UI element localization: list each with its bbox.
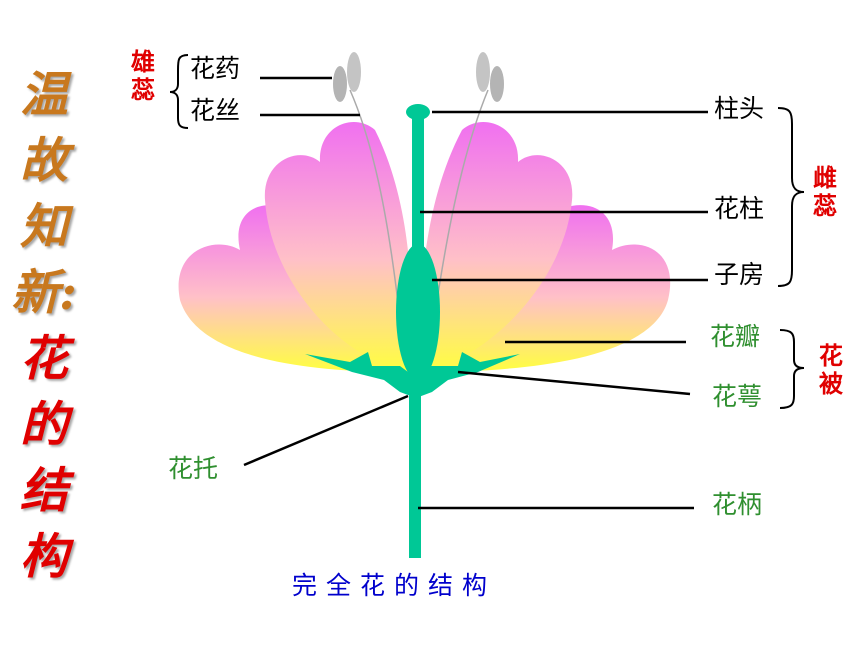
title-char-2: 故 xyxy=(19,133,68,189)
pedicel-stalk xyxy=(409,380,421,558)
title-char-8: 构 xyxy=(19,529,68,585)
ovary-shape xyxy=(396,244,440,380)
title-char-6: 的 xyxy=(19,397,68,453)
style-shape xyxy=(412,112,424,302)
label-pistil-char-2: 蕊 xyxy=(813,192,837,220)
brace-perianth xyxy=(779,329,805,409)
anther-left-2 xyxy=(347,52,361,92)
pointer-receptacle xyxy=(243,394,409,467)
anther-left-1 xyxy=(333,66,347,102)
diagram-caption: 完全花的结构 xyxy=(292,571,497,600)
label-perianth: 花 被 xyxy=(816,342,846,398)
brace-stamen xyxy=(169,54,189,129)
label-stigma: 柱头 xyxy=(714,94,765,123)
slide-title: 温 故 知 新: 花 的 结 构 xyxy=(8,62,80,590)
pointer-sepal xyxy=(457,370,691,396)
label-ovary: 子房 xyxy=(714,260,765,289)
label-pistil-char-1: 雌 xyxy=(813,164,837,192)
label-petal: 花瓣 xyxy=(710,322,761,351)
label-stamen: 雄 蕊 xyxy=(128,48,158,104)
title-char-1: 温 xyxy=(19,67,68,123)
title-char-4: 新: xyxy=(11,265,77,321)
anther-right-2 xyxy=(490,66,504,102)
label-stamen-char-1: 雄 xyxy=(131,48,155,76)
petal-inner-left xyxy=(264,121,412,372)
title-char-7: 结 xyxy=(19,463,68,519)
anther-right-1 xyxy=(476,52,490,92)
stigma-shape xyxy=(406,104,430,120)
label-stamen-char-2: 蕊 xyxy=(131,76,155,104)
label-perianth-char-1: 花 xyxy=(819,342,843,370)
label-pistil: 雌 蕊 xyxy=(810,164,840,220)
brace-pistil xyxy=(777,107,805,287)
label-filament: 花丝 xyxy=(190,96,241,125)
title-char-3: 知 xyxy=(19,199,68,255)
label-sepal: 花萼 xyxy=(712,382,763,411)
label-receptacle: 花托 xyxy=(168,454,219,483)
label-pedicel: 花柄 xyxy=(712,490,763,519)
label-anther: 花药 xyxy=(190,54,241,83)
label-perianth-char-2: 被 xyxy=(819,370,843,398)
label-style: 花柱 xyxy=(714,194,765,223)
petal-inner-right xyxy=(419,121,573,372)
title-char-5: 花 xyxy=(19,331,68,387)
